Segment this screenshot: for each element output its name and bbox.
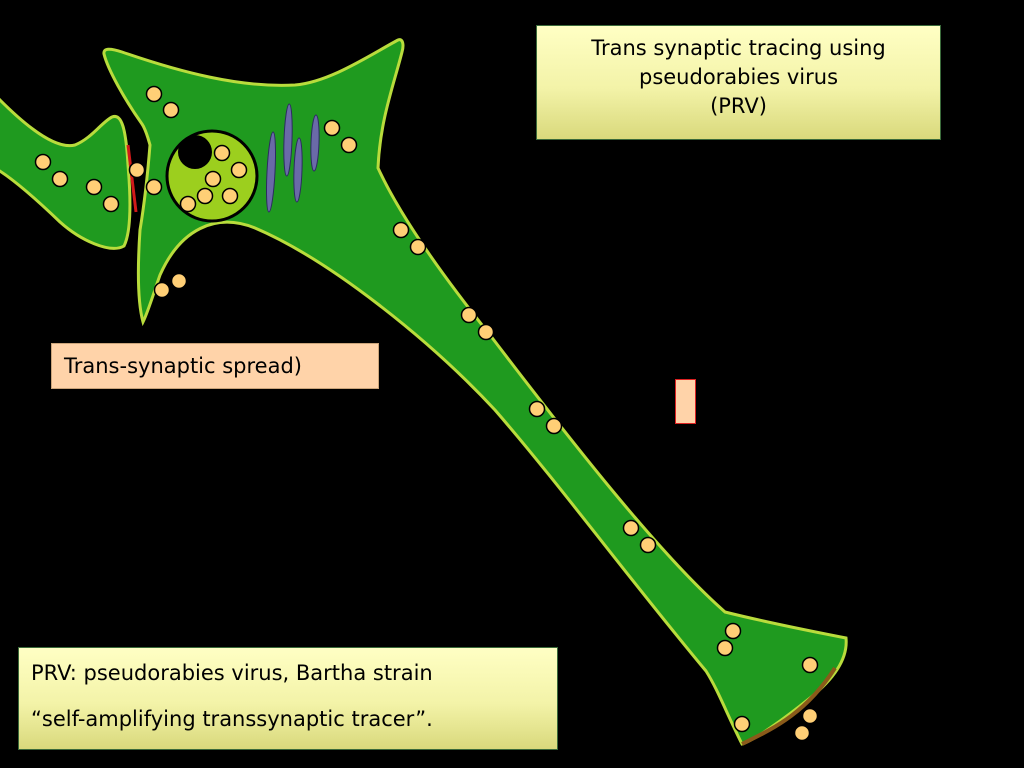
virion <box>622 519 640 537</box>
organelle <box>283 103 293 177</box>
virion <box>733 715 751 733</box>
terminal-rim <box>741 666 837 746</box>
virion <box>639 536 657 554</box>
virion <box>801 707 819 725</box>
virion <box>801 656 819 674</box>
nucleolus <box>178 135 212 169</box>
virion <box>716 639 734 657</box>
virion <box>128 161 146 179</box>
virion <box>145 178 163 196</box>
virion <box>102 195 120 213</box>
virion <box>221 187 239 205</box>
virion <box>528 400 546 418</box>
synapse-line <box>126 144 138 213</box>
virion <box>477 323 495 341</box>
organelle <box>265 131 277 213</box>
virion <box>460 306 478 324</box>
neuron-cell <box>102 38 848 746</box>
virion <box>196 187 214 205</box>
virion <box>85 178 103 196</box>
virion <box>724 622 742 640</box>
virion <box>170 272 188 290</box>
title-line-1: Trans synaptic tracing using <box>591 36 886 60</box>
info-line-1: PRV: pseudorabies virus, Bartha strain <box>31 661 433 685</box>
spread-label: Trans-synaptic spread) <box>51 343 379 389</box>
organelle <box>310 114 320 172</box>
title-box: Trans synaptic tracing using pseudorabie… <box>536 25 941 140</box>
info-line-2: “self-amplifying transsynaptic tracer”. <box>31 707 433 731</box>
virion <box>793 724 811 742</box>
organelle <box>293 137 303 203</box>
virion <box>392 221 410 239</box>
virion <box>153 281 171 299</box>
virion <box>340 136 358 154</box>
virion <box>162 101 180 119</box>
title-line-3: (PRV) <box>710 94 767 118</box>
virion <box>204 170 222 188</box>
virions <box>34 85 819 742</box>
title-line-2: pseudorabies virus <box>638 65 839 89</box>
virion <box>179 195 197 213</box>
small-marker-box <box>675 379 696 424</box>
organelles <box>265 103 320 213</box>
virion <box>51 170 69 188</box>
virion <box>230 161 248 179</box>
virion <box>213 144 231 162</box>
virion <box>409 238 427 256</box>
virion <box>34 153 52 171</box>
virion <box>545 417 563 435</box>
virion <box>323 119 341 137</box>
virion <box>145 85 163 103</box>
info-box: PRV: pseudorabies virus, Bartha strain “… <box>18 647 558 750</box>
